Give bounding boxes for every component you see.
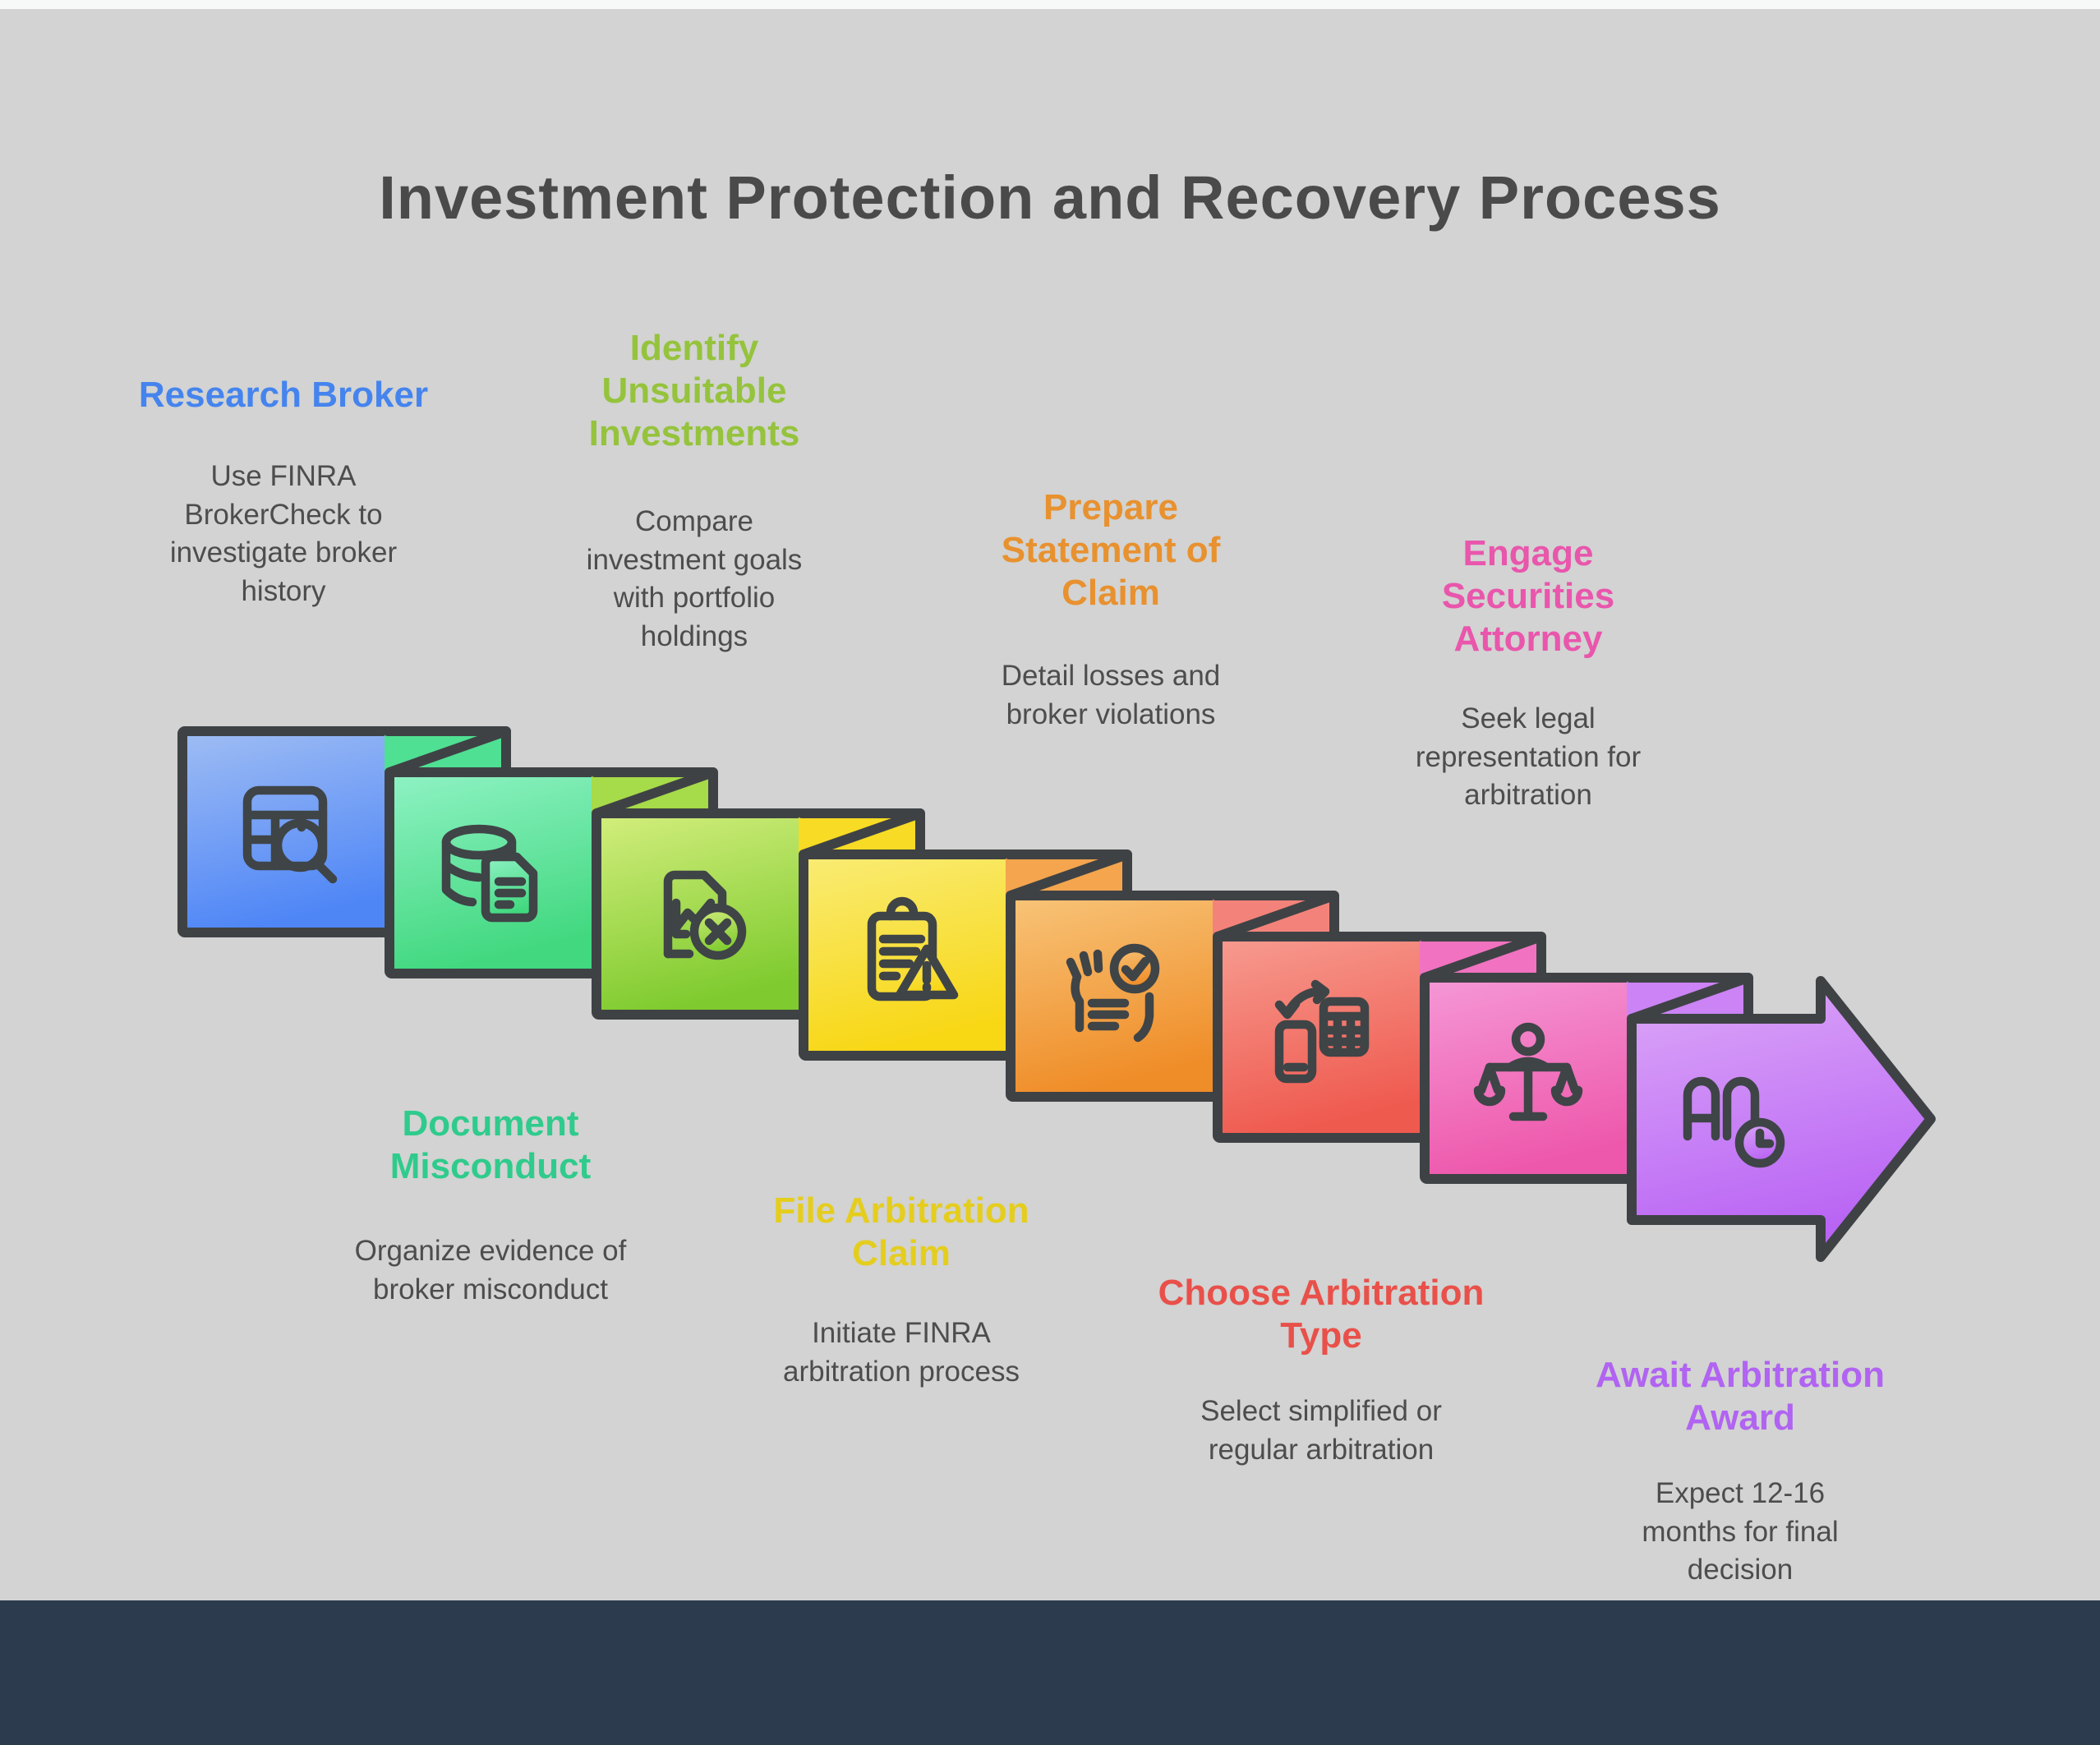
top-strip bbox=[0, 0, 2100, 9]
step-7-title: Engage Securities Attorney bbox=[1441, 533, 1615, 659]
award-deadline-clock-icon bbox=[1683, 1076, 1785, 1168]
step-5-label: Prepare Statement of Claim bbox=[983, 486, 1238, 615]
step-3-description-block: Compare investment goals with portfolio … bbox=[571, 503, 817, 656]
step-2-description: Organize evidence of broker misconduct bbox=[354, 1235, 627, 1305]
step-7-description-block: Seek legal representation for arbitratio… bbox=[1393, 700, 1664, 815]
step-4-label: File Arbitration Claim bbox=[741, 1190, 1062, 1275]
step-4-title: File Arbitration Claim bbox=[773, 1190, 1029, 1273]
step-6-label: Choose Arbitration Type bbox=[1153, 1272, 1490, 1357]
step-5-title: Prepare Statement of Claim bbox=[1001, 487, 1221, 613]
step-6-description-block: Select simplified or regular arbitration bbox=[1169, 1393, 1473, 1469]
step-3-description: Compare investment goals with portfolio … bbox=[586, 505, 803, 652]
page-title: Investment Protection and Recovery Proce… bbox=[379, 163, 1721, 232]
step-2-title: Document Misconduct bbox=[389, 1103, 592, 1186]
step-8-description: Expect 12-16 months for final decision bbox=[1642, 1477, 1839, 1586]
step-1-title: Research Broker bbox=[138, 375, 429, 415]
table-search-icon bbox=[242, 785, 338, 884]
step-2-description-block: Organize evidence of broker misconduct bbox=[351, 1232, 630, 1309]
step-card-5 bbox=[1006, 891, 1223, 1102]
step-1-description: Use FINRA BrokerCheck to investigate bro… bbox=[169, 460, 398, 607]
step-8-description-block: Expect 12-16 months for final decision bbox=[1621, 1475, 1859, 1590]
step-5-description-block: Detail losses and broker violations bbox=[975, 657, 1246, 734]
database-document-icon bbox=[441, 824, 538, 923]
step-4-description-block: Initiate FINRA arbitration process bbox=[753, 1315, 1049, 1391]
step-4-description: Initiate FINRA arbitration process bbox=[783, 1317, 1020, 1388]
step-7-label: Engage Securities Attorney bbox=[1421, 532, 1635, 661]
step-1-label: Research Broker bbox=[70, 374, 497, 417]
step-3-label: Identify Unsuitable Investments bbox=[575, 327, 813, 455]
step-2-label: Document Misconduct bbox=[355, 1103, 626, 1188]
step-card-8-arrow bbox=[1627, 976, 1936, 1262]
step-6-title: Choose Arbitration Type bbox=[1158, 1273, 1485, 1356]
step-8-label: Await Arbitration Award bbox=[1563, 1354, 1917, 1439]
hands-document-check-icon bbox=[1066, 943, 1160, 1043]
step-3-title: Identify Unsuitable Investments bbox=[588, 328, 800, 454]
footer-bar bbox=[0, 1600, 2100, 1745]
justice-scales-person-icon bbox=[1473, 1022, 1583, 1121]
step-7-description: Seek legal representation for arbitratio… bbox=[1415, 702, 1642, 812]
declining-chart-rejected-icon bbox=[663, 870, 747, 960]
step-6-description: Select simplified or regular arbitration bbox=[1200, 1395, 1442, 1466]
step-8-title: Await Arbitration Award bbox=[1595, 1355, 1886, 1438]
step-5-description: Detail losses and broker violations bbox=[1001, 660, 1221, 730]
clipboard-warning-icon bbox=[867, 896, 959, 1001]
phone-transfer-calculator-icon bbox=[1274, 979, 1370, 1084]
step-1-description-block: Use FINRA BrokerCheck to investigate bro… bbox=[148, 458, 419, 610]
